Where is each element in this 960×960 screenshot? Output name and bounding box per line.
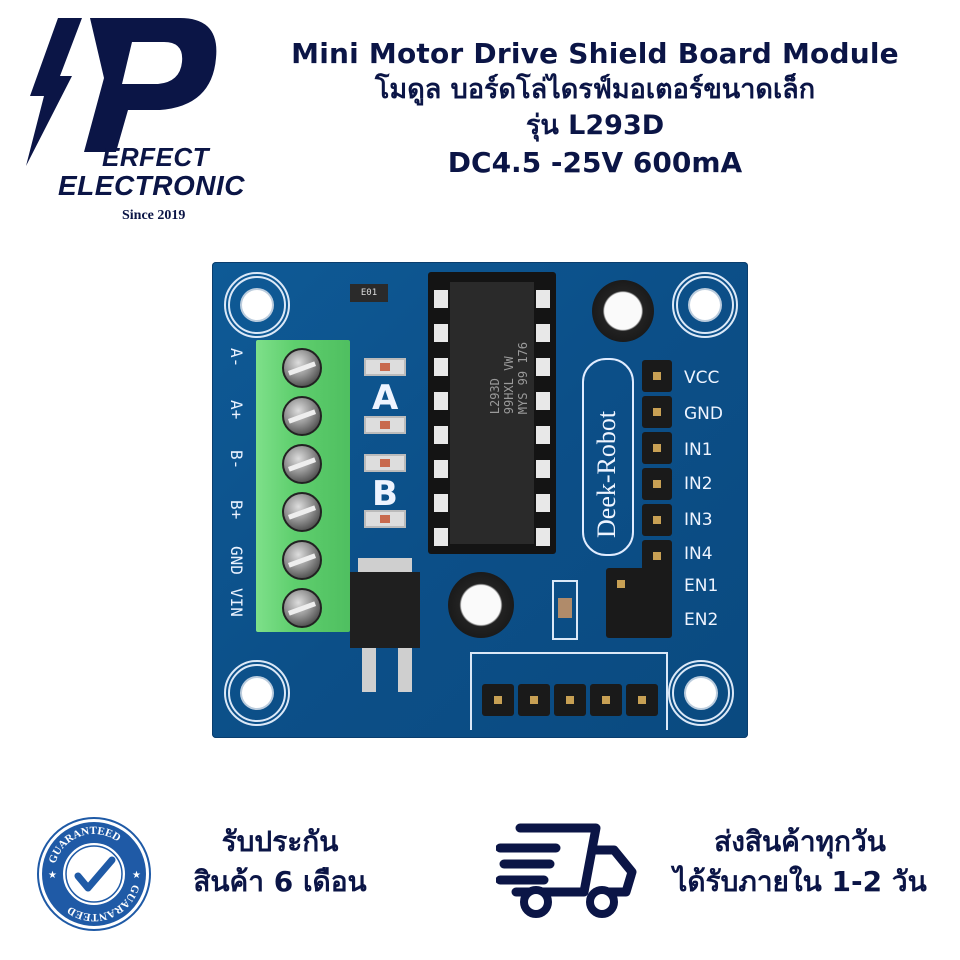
regulator-tab <box>358 558 412 574</box>
ic-marking: L293D 99HXL VW MYS 99 176 <box>488 342 530 415</box>
header-label-in2: IN2 <box>684 474 713 494</box>
mounting-hole-icon <box>668 660 734 726</box>
led-icon <box>364 510 406 528</box>
header-pin-icon <box>642 468 672 500</box>
screw-icon <box>282 444 322 484</box>
warranty-line2: สินค้า 6 เดือน <box>193 865 367 898</box>
warranty-line1: รับประกัน <box>221 825 339 858</box>
delivery-truck-icon <box>496 823 637 918</box>
led-icon <box>364 454 406 472</box>
shipping-text: ส่งสินค้าทุกวัน ได้รับภายใน 1-2 วัน <box>640 822 960 902</box>
terminal-label: A- <box>227 348 246 368</box>
header-pin-icon <box>518 684 550 716</box>
terminal-label: VIN <box>227 588 246 617</box>
shipping-line2: ได้รับภายใน 1-2 วัน <box>673 865 927 898</box>
header-label-en1: EN1 <box>684 576 719 596</box>
header-label-in1: IN1 <box>684 440 713 460</box>
terminal-label: B+ <box>227 500 246 520</box>
mounting-hole-icon <box>672 272 738 338</box>
terminal-label: GND <box>227 546 246 575</box>
screw-icon <box>282 396 322 436</box>
smd-capacitor <box>552 580 578 640</box>
title-thai: โมดูล บอร์ดโล่ไดรฟ์มอเตอร์ขนาดเล็ก <box>374 74 816 105</box>
shipping-line1: ส่งสินค้าทุกวัน <box>714 825 886 858</box>
screw-icon <box>282 540 322 580</box>
jumper-icon <box>606 568 672 638</box>
voltage-regulator <box>350 572 420 648</box>
terminal-label: B- <box>227 450 246 470</box>
header-pin-icon <box>590 684 622 716</box>
header-pin-icon <box>642 432 672 464</box>
product-image-motor-driver-board: E01 A- A+ B- B+ GND VIN A B L293D 99HXL … <box>212 262 748 738</box>
title-model: รุ่น L293D <box>525 110 665 141</box>
smd-chip: E01 <box>350 284 388 302</box>
screw-icon <box>282 492 322 532</box>
product-title: Mini Motor Drive Shield Board Module โมด… <box>240 36 950 182</box>
led-label-a: A <box>372 378 399 418</box>
header-pin-icon <box>554 684 586 716</box>
title-english: Mini Motor Drive Shield Board Module <box>291 37 899 70</box>
brand-logo: ERFECT ELECTRONIC Since 2019 <box>20 18 250 223</box>
bottom-header-outline <box>470 652 668 730</box>
header-pin-icon <box>642 504 672 536</box>
regulator-leg <box>398 648 412 692</box>
header-label-gnd: GND <box>684 404 723 424</box>
led-icon <box>364 358 406 376</box>
header-label-in3: IN3 <box>684 510 713 530</box>
header-pin-icon <box>642 540 672 572</box>
l293d-ic: L293D 99HXL VW MYS 99 176 <box>428 272 556 554</box>
header-pin-icon <box>642 360 672 392</box>
capacitor-icon <box>592 280 654 342</box>
warranty-text: รับประกัน สินค้า 6 เดือน <box>160 822 400 902</box>
regulator-leg <box>362 648 376 692</box>
brand-silkscreen: Deek-Robot <box>582 358 634 556</box>
header-pin-icon <box>626 684 658 716</box>
capacitor-icon <box>448 572 514 638</box>
screw-icon <box>282 348 322 388</box>
led-icon <box>364 416 406 434</box>
title-specs: DC4.5 -25V 600mA <box>447 146 743 179</box>
mounting-hole-icon <box>224 272 290 338</box>
svg-text:★: ★ <box>132 870 141 881</box>
brand-since: Since 2019 <box>122 208 186 223</box>
screw-icon <box>282 588 322 628</box>
header-label-vcc: VCC <box>684 368 720 388</box>
lightning-p-logo-icon <box>26 18 217 166</box>
mounting-hole-icon <box>224 660 290 726</box>
header-label-in4: IN4 <box>684 544 713 564</box>
terminal-label: A+ <box>227 400 246 420</box>
svg-text:★: ★ <box>48 870 57 881</box>
header-label-en2: EN2 <box>684 610 719 630</box>
brand-name-erfect: ERFECT <box>102 142 209 172</box>
header-pin-icon <box>642 396 672 428</box>
screw-terminal-block <box>256 340 350 632</box>
header-pin-icon <box>482 684 514 716</box>
brand-name-electronic: ELECTRONIC <box>58 170 245 201</box>
led-label-b: B <box>372 474 398 514</box>
guarantee-seal-icon: GUARANTEED GUARANTEED ★ ★ <box>37 817 151 931</box>
